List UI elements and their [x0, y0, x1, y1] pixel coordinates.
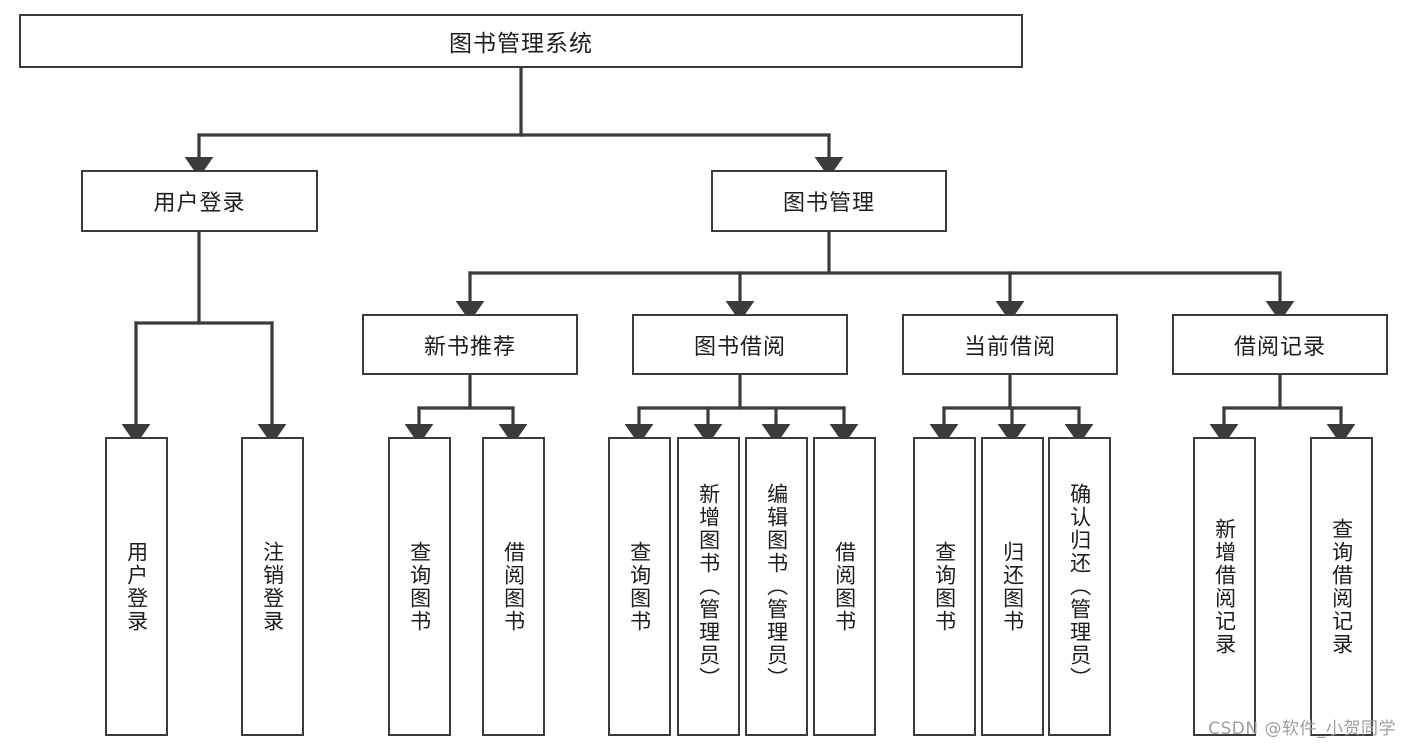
node-new-book-recommend[interactable]: 新书推荐: [362, 314, 578, 375]
node-leaf-logout-login[interactable]: 注销登录: [241, 437, 304, 736]
node-leaf-return-book[interactable]: 归还图书: [981, 437, 1044, 736]
node-current-borrow[interactable]: 当前借阅: [902, 314, 1118, 375]
node-leaf-user-login[interactable]: 用户登录: [105, 437, 168, 736]
node-leaf-borrow-book-1[interactable]: 借阅图书: [482, 437, 545, 736]
node-leaf-borrow-book-2[interactable]: 借阅图书: [813, 437, 876, 736]
node-borrow-record[interactable]: 借阅记录: [1172, 314, 1388, 375]
node-leaf-confirm-return-admin[interactable]: 确认归还（管理员）: [1048, 437, 1111, 736]
node-leaf-query-book-2[interactable]: 查询图书: [608, 437, 671, 736]
node-book-management[interactable]: 图书管理: [711, 170, 947, 232]
node-leaf-query-borrow-record[interactable]: 查询借阅记录: [1310, 437, 1373, 736]
node-leaf-edit-book-admin[interactable]: 编辑图书（管理员）: [745, 437, 808, 736]
node-root-book-management-system[interactable]: 图书管理系统: [19, 14, 1023, 68]
csdn-watermark: CSDN @软件_小贺同学: [1208, 719, 1396, 739]
node-leaf-query-book-1[interactable]: 查询图书: [388, 437, 451, 736]
node-user-login[interactable]: 用户登录: [81, 170, 318, 232]
node-leaf-add-borrow-record[interactable]: 新增借阅记录: [1193, 437, 1256, 736]
node-book-borrow[interactable]: 图书借阅: [632, 314, 848, 375]
node-leaf-add-book-admin[interactable]: 新增图书（管理员）: [677, 437, 740, 736]
node-leaf-query-book-3[interactable]: 查询图书: [913, 437, 976, 736]
